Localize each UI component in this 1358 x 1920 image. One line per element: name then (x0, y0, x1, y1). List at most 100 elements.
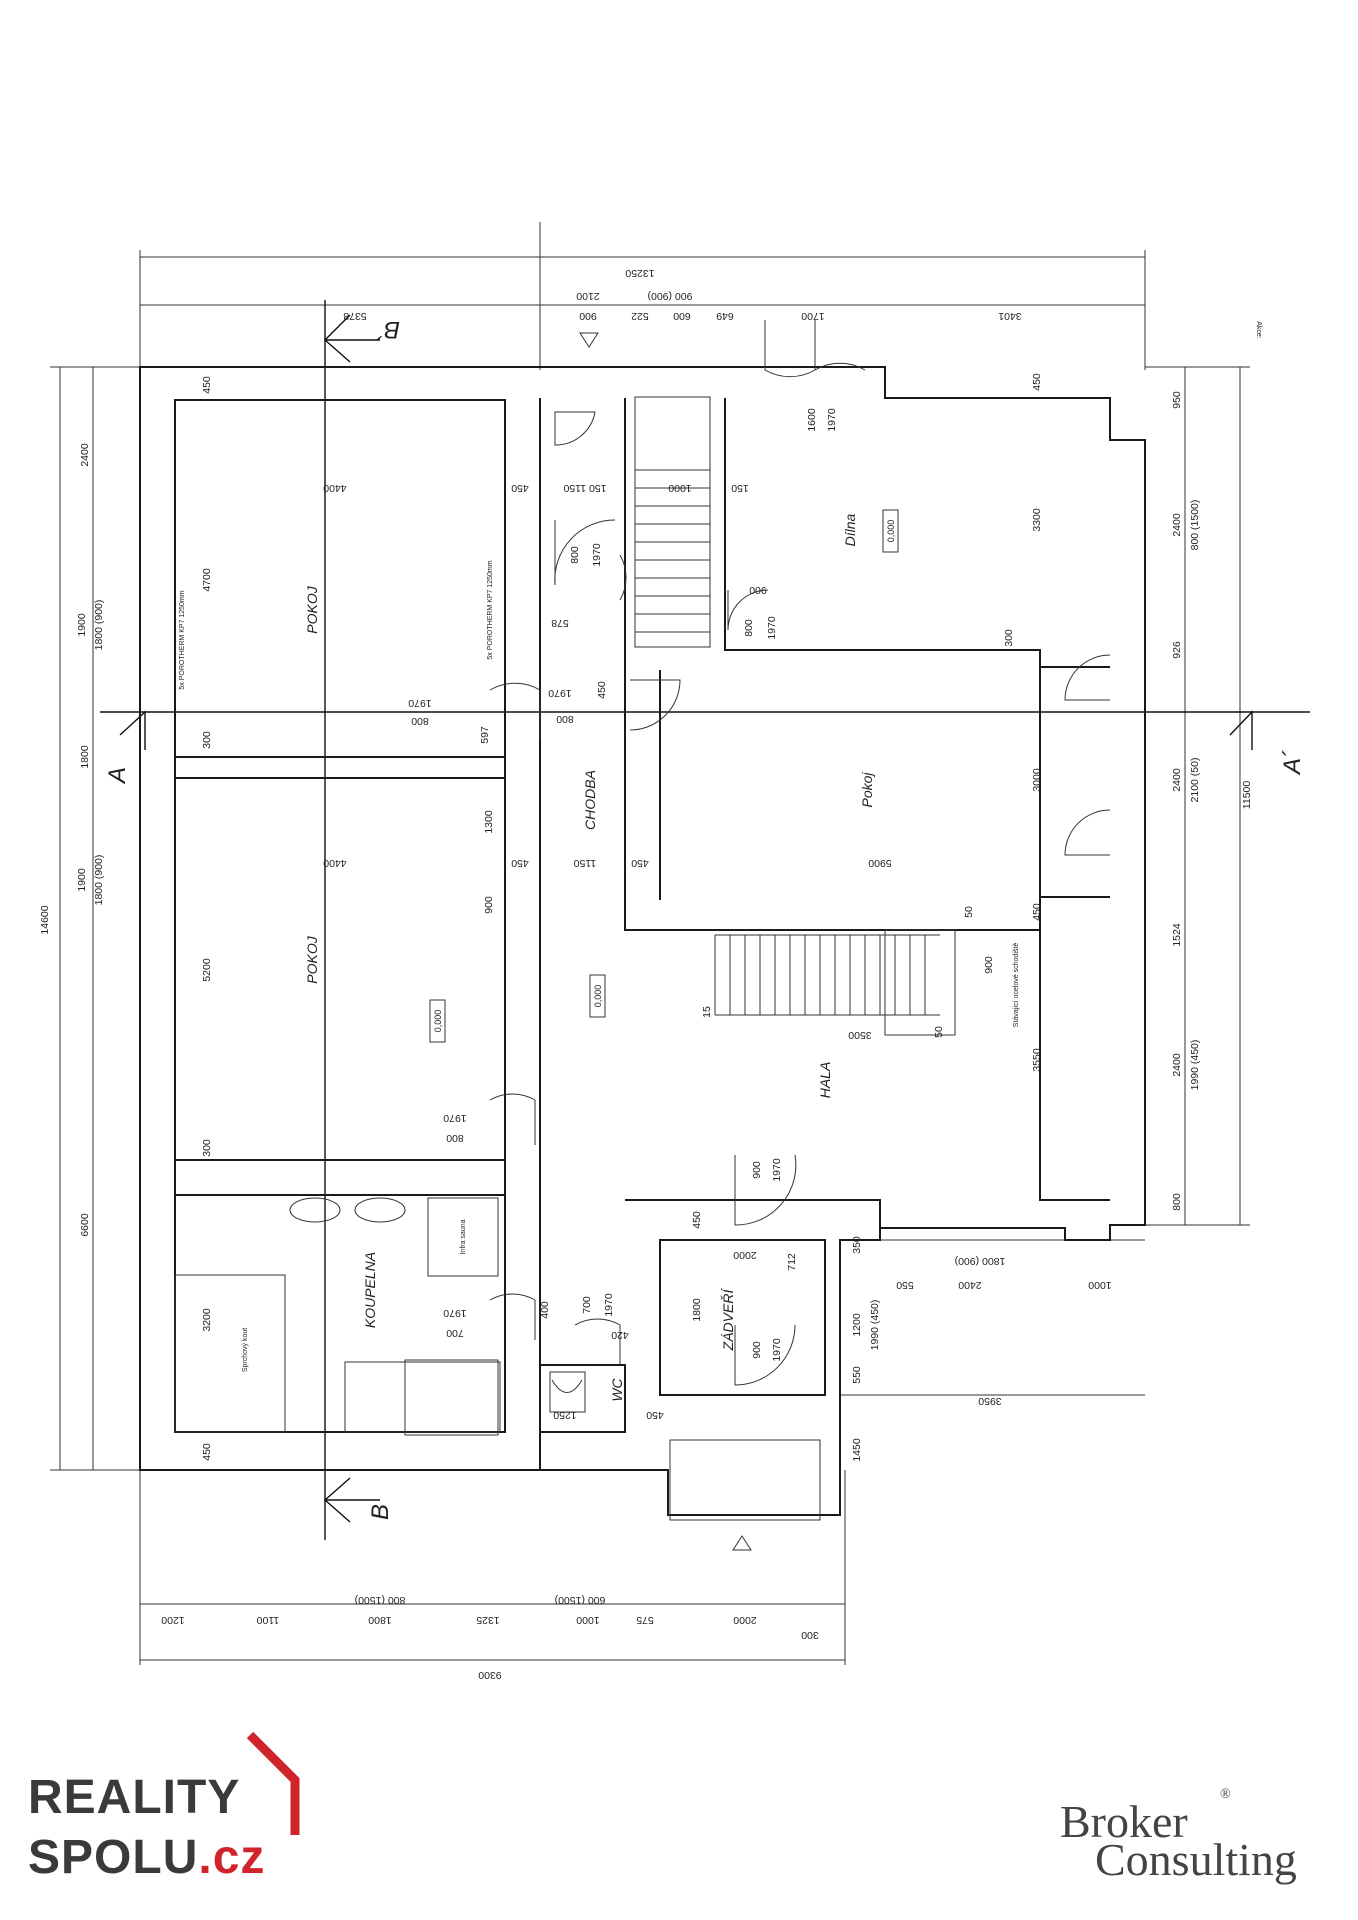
dimension-label: 1970 (603, 1293, 615, 1317)
dimension-label: 400 (539, 1301, 551, 1319)
dimension-label: 1325 (476, 1614, 500, 1626)
dimension-label: 300 (201, 731, 213, 749)
dimension-label: 900 (749, 584, 767, 596)
section-label-a-left: A (104, 767, 131, 785)
dimension-label: 900 (983, 956, 995, 974)
room-pokoj-lower: POKOJ (304, 935, 320, 983)
note-akce: Akce: (1255, 321, 1262, 339)
dimension-label: 2400 (79, 443, 91, 467)
room-pokoj-upper: POKOJ (304, 585, 320, 633)
dimension-label: 150 1150 (563, 482, 606, 494)
dimension-label: 578 (551, 617, 569, 629)
dimension-label: 1700 (801, 310, 825, 322)
dimension-label: 649 (716, 310, 734, 322)
dimension-label: 3300 (1031, 508, 1043, 532)
dimension-label: 1600 (806, 408, 818, 432)
dimension-label: 900 (900) (648, 290, 693, 302)
dimension-label: 1800 (368, 1614, 392, 1626)
dimension-label: 5378 (343, 310, 367, 322)
dimension-label: 1970 (408, 697, 432, 709)
dimension-label: 1800 (79, 745, 91, 769)
dimension-label: 450 (631, 857, 649, 869)
note-infra-sauna: Infra sauna (460, 1219, 467, 1254)
dimension-label: 450 (691, 1211, 703, 1229)
dimension-label: 4400 (323, 482, 347, 494)
dimension-label: 450 (201, 376, 213, 394)
dimension-label: 1800 (900) (93, 855, 105, 906)
dimension-label: 450 (511, 857, 529, 869)
dimension-label: 1990 (450) (1189, 1040, 1201, 1091)
dimension-label: 6600 (79, 1213, 91, 1237)
dimension-label: 50 (963, 906, 975, 918)
dimension-label: 1970 (771, 1338, 783, 1362)
dimension-label: 800 (743, 619, 755, 637)
dimension-label: 800 (1500) (355, 1594, 406, 1606)
dimension-label: 2000 (733, 1614, 757, 1626)
reality-word: REALITY (28, 1771, 241, 1824)
dimension-label: 900 (751, 1341, 763, 1359)
dimension-label: 450 (646, 1409, 664, 1421)
stairs (635, 469, 940, 1016)
dimension-label: 1000 (1088, 1279, 1112, 1291)
dimension-label: 1800 (900) (955, 1255, 1006, 1267)
dimension-label: 14600 (39, 905, 51, 934)
dimension-label: 550 (851, 1366, 863, 1384)
room-dilna: Dílna (842, 513, 858, 546)
dimension-label: 800 (411, 715, 429, 727)
dimension-label: 900 (483, 896, 495, 914)
fixtures (289, 1197, 583, 1433)
dimension-label: 1300 (483, 810, 495, 834)
room-koupelna: KOUPELNA (362, 1252, 378, 1328)
dimension-label: 800 (1500) (1189, 500, 1201, 551)
dimension-label: 300 (201, 1139, 213, 1157)
dimension-label: 15 (701, 1006, 713, 1018)
dimension-label: 1970 (826, 408, 838, 432)
dimension-label: 600 (673, 310, 691, 322)
outer-walls (139, 366, 1146, 1521)
dimension-label: 600 (1500) (555, 1594, 606, 1606)
room-wc: WC (609, 1377, 625, 1401)
dimension-label: 5200 (201, 958, 213, 982)
level-mark-pokoj: 0,000 (433, 1010, 443, 1033)
dimension-label: 1900 (76, 868, 88, 892)
dimension-label: 800 (569, 546, 581, 564)
dimension-label: 1100 (257, 1614, 280, 1626)
dimension-label: 900 (579, 310, 597, 322)
dimension-label: 712 (786, 1253, 798, 1271)
broker-word: Broker (1060, 1796, 1188, 1847)
registered-mark: ® (1220, 1787, 1231, 1802)
dimension-label: 1524 (1171, 923, 1183, 947)
dimension-label: 1970 (766, 616, 778, 640)
dimension-label: 575 (636, 1614, 654, 1626)
entry-markers (579, 332, 752, 1551)
dimension-label: 800 (556, 713, 574, 725)
note-sprchovy-kout: Sprchový kout (242, 1328, 249, 1372)
dimension-label: 700 (581, 1296, 593, 1314)
dimension-label: 300 (801, 1629, 819, 1641)
dimension-label: 1800 (900) (93, 600, 105, 651)
dimension-label: 1970 (591, 543, 603, 567)
dimension-label: 2400 (1171, 513, 1183, 537)
dimension-label: 2100 (50) (1189, 758, 1201, 803)
level-marks: 0,000 0,000 0,000 (429, 509, 899, 1043)
dimension-label: 522 (631, 310, 649, 322)
dimension-label: 700 (446, 1327, 464, 1339)
dimension-label: 450 (511, 482, 529, 494)
dimension-label: 3550 (1031, 1048, 1043, 1072)
house-roof-icon (246, 1731, 300, 1835)
dimension-label: 1970 (443, 1307, 467, 1319)
dimension-label: 1000 (668, 482, 692, 494)
room-labels: POKOJ POKOJ Dílna Pokoj CHODBA HALA KOUP… (304, 513, 875, 1401)
dimension-label: 1200 (161, 1614, 185, 1626)
section-label-b-top: B´ (376, 316, 400, 343)
dimension-label: 420 (611, 1329, 629, 1341)
dimension-label: 2000 (733, 1249, 757, 1261)
room-hala: HALA (817, 1062, 833, 1099)
note-porotherm-right: 5x POROTHERM KP7 1250mm (487, 560, 494, 659)
dimension-label: 950 (1171, 391, 1183, 409)
doors (489, 320, 1111, 1386)
dimension-label: 3200 (201, 1308, 213, 1332)
dimension-label: 4400 (323, 857, 347, 869)
